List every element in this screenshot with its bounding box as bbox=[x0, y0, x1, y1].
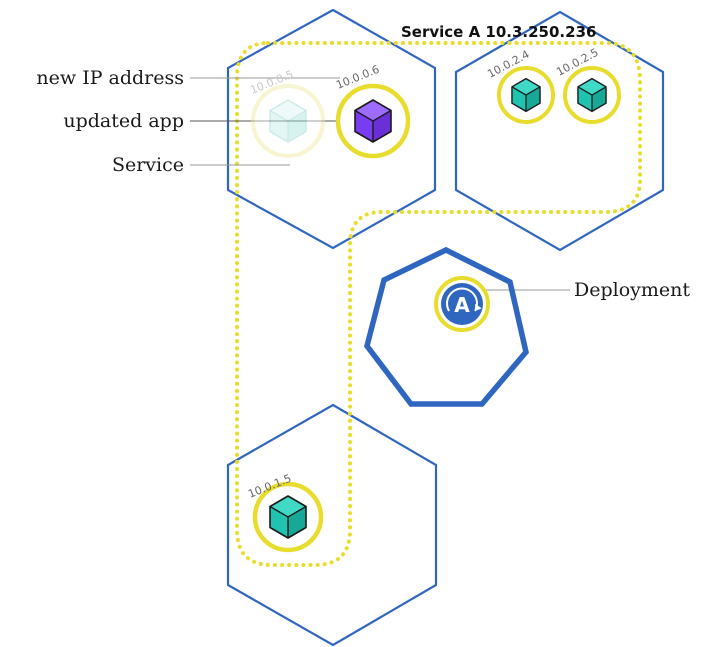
cube-icon bbox=[269, 99, 307, 143]
pod-node3 bbox=[252, 481, 324, 553]
service-label: Service bbox=[112, 154, 184, 176]
service-title: Service A 10.3.250.236 bbox=[401, 23, 596, 41]
service-boundary bbox=[235, 41, 642, 567]
deployment-badge-letter: A bbox=[454, 293, 470, 317]
cube-icon bbox=[269, 495, 307, 539]
deployment-label: Deployment bbox=[574, 279, 690, 301]
pod-node2-b bbox=[563, 66, 621, 124]
deployment-heptagon bbox=[364, 246, 529, 407]
pod-node2-a bbox=[497, 66, 555, 124]
cube-icon bbox=[511, 77, 541, 113]
new-ip-label: new IP address bbox=[36, 67, 184, 89]
cube-icon bbox=[577, 77, 607, 113]
pod-updated bbox=[335, 83, 411, 159]
pod-old bbox=[251, 84, 325, 158]
node-2 bbox=[454, 10, 665, 252]
node-1 bbox=[226, 8, 437, 250]
deployment-icon: A bbox=[434, 276, 490, 332]
node-3 bbox=[226, 403, 438, 647]
cube-icon bbox=[354, 99, 392, 143]
updated-app-label: updated app bbox=[63, 110, 184, 132]
